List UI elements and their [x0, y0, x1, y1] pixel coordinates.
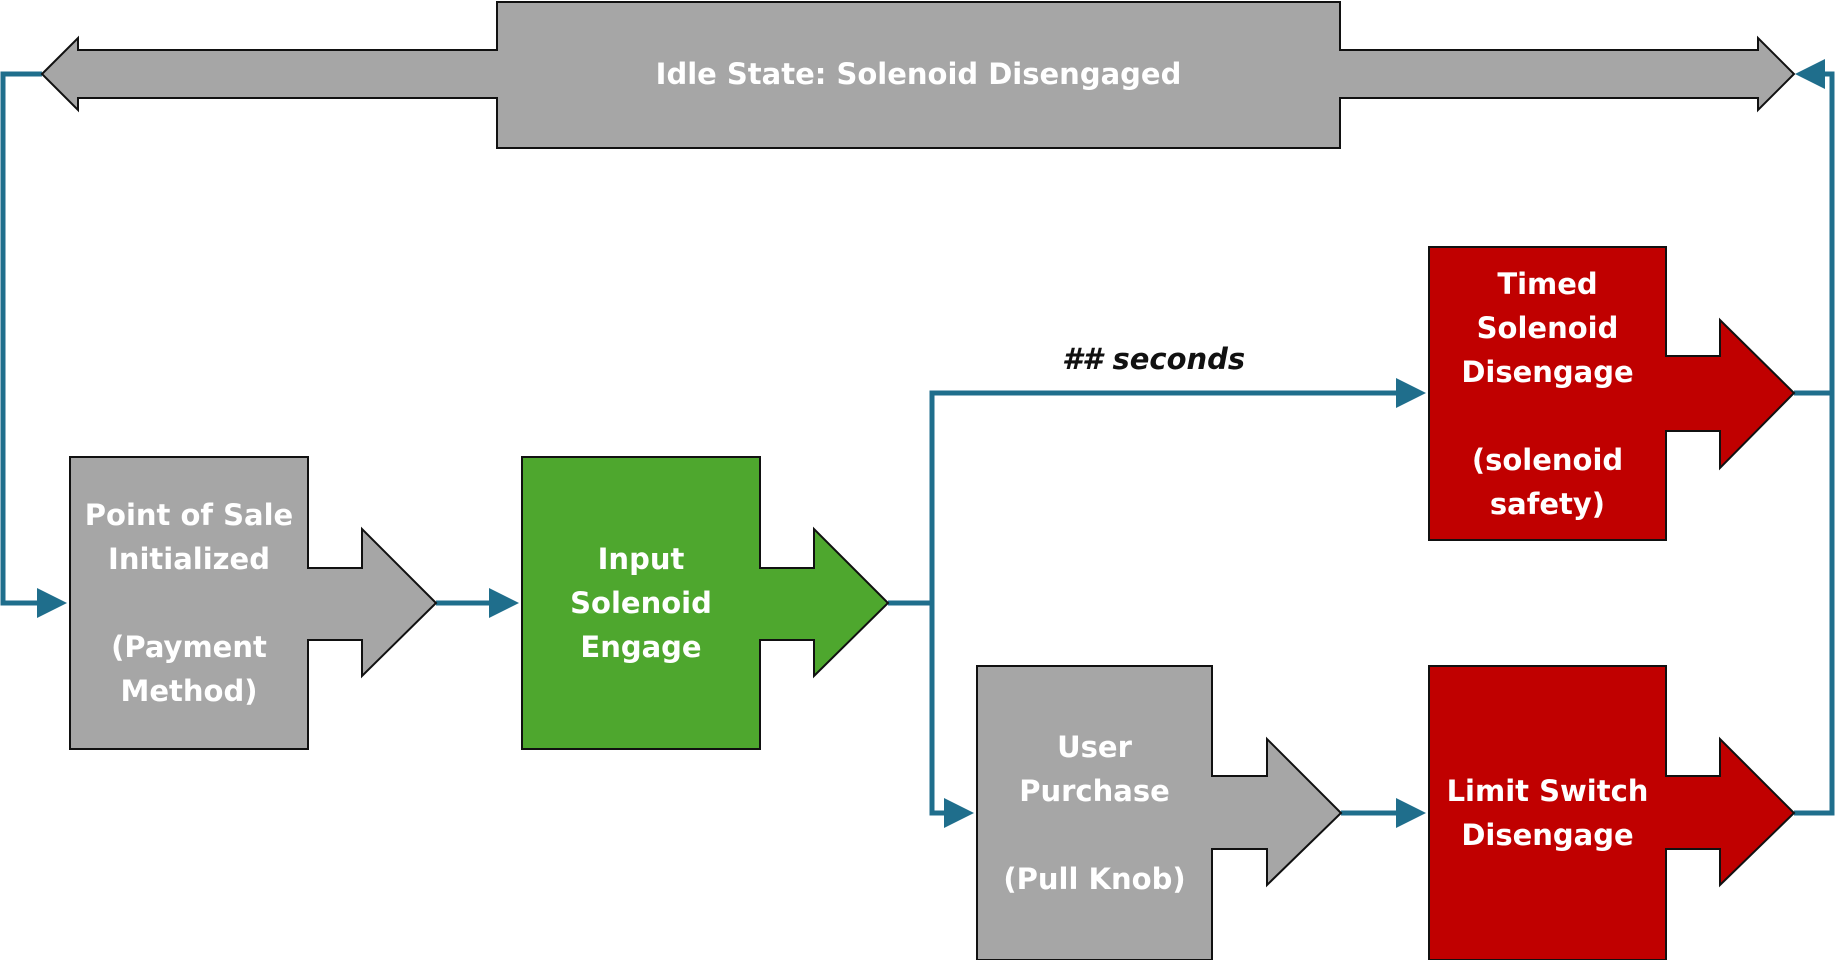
connector-engage-to-purchase: [929, 603, 974, 828]
limit-label: Limit Switch Disengage: [1446, 774, 1649, 852]
idle-state-shape: [40, 1, 1796, 149]
connector-limit-to-idle: [1794, 59, 1835, 816]
engage-shape: [521, 456, 890, 750]
timer-edge-label: ## seconds: [1062, 342, 1246, 376]
engage-label: Input Solenoid Engage: [570, 542, 712, 664]
limit-shape: [1428, 665, 1796, 960]
timed-shape: [1428, 246, 1796, 541]
purchase-label: User Purchase (Pull Knob): [1003, 730, 1186, 896]
pos-shape: [69, 456, 438, 750]
connector-engage-to-timed: [929, 378, 1426, 603]
timed-label: Timed Solenoid Disengage (solenoid safet…: [1461, 267, 1634, 521]
idle-state-label: Idle State: Solenoid Disengaged: [655, 57, 1182, 91]
connector-idle-to-pos: [0, 71, 67, 618]
pos-label: Point of Sale Initialized (Payment Metho…: [84, 498, 294, 708]
purchase-shape: [976, 665, 1343, 960]
